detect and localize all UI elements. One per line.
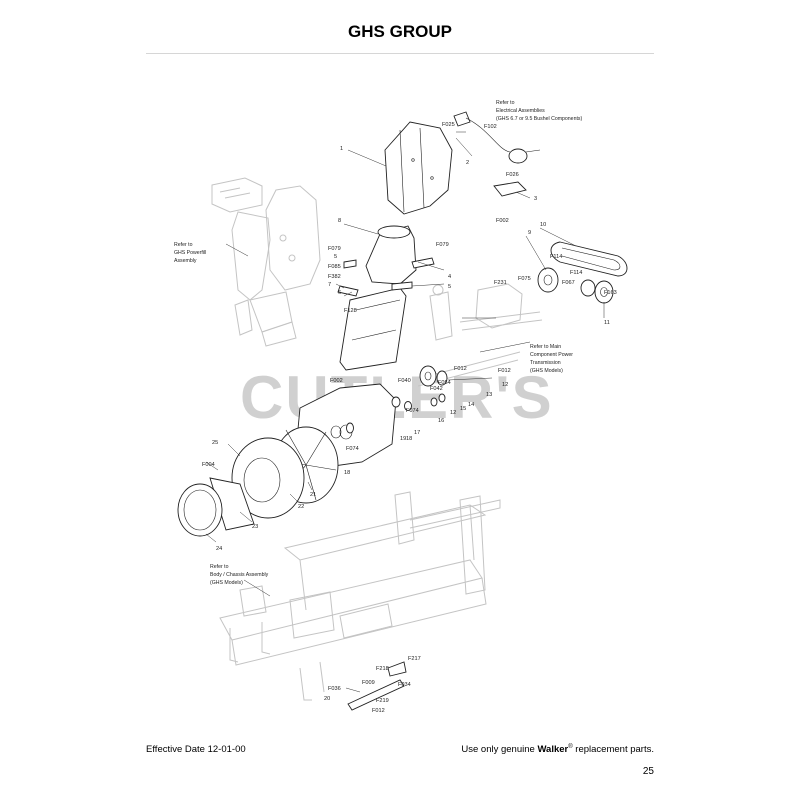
callout-F025: F025 (442, 122, 455, 128)
idler-pulley-part (419, 365, 448, 387)
note-power-trans-line4: (GHS Models) (530, 368, 563, 374)
note-power-trans-line2: Component Power (530, 352, 573, 358)
callout-18a: 18 (406, 436, 412, 442)
callout-20: 20 (324, 696, 330, 702)
leader-lines (205, 131, 605, 693)
callout-F114b: F114 (570, 270, 582, 276)
callout-10: 10 (540, 222, 546, 228)
header-rule (146, 53, 654, 54)
callout-F009: F009 (362, 680, 375, 686)
callout-F042: F042 (430, 386, 443, 392)
callout-7: 7 (328, 282, 331, 288)
back-plate-part (231, 437, 305, 519)
callout-1: 1 (340, 146, 343, 152)
note-powerfill-line3: Assembly (174, 258, 197, 264)
callout-15: 15 (460, 406, 466, 412)
callout-5b: 5 (448, 284, 451, 290)
callout-F128: F128 (344, 308, 357, 314)
callout-12a: 12 (502, 382, 508, 388)
callout-22: 22 (298, 504, 304, 510)
bearing-parts (346, 393, 446, 434)
callout-14: 14 (468, 402, 474, 408)
callout-4: 4 (448, 274, 451, 280)
callout-F002a: F002 (496, 218, 509, 224)
callout-18b: 18 (344, 470, 350, 476)
footer-disclaimer: Use only genuine Walker® replacement par… (461, 744, 654, 755)
callout-8: 8 (338, 218, 341, 224)
callout-F054: F054 (438, 380, 451, 386)
callout-F036: F036 (328, 686, 341, 692)
callout-23: 23 (252, 524, 258, 530)
footer-suffix: replacement parts. (572, 744, 654, 756)
note-chassis-line2: Body / Chassis Assembly (210, 572, 269, 578)
callout-21: 21 (310, 492, 316, 498)
callout-F079b: F079 (436, 242, 449, 248)
callout-6: 6 (338, 290, 341, 296)
callout-2: 2 (466, 160, 469, 166)
note-chassis-line1: Refer to (210, 564, 229, 570)
callout-17: 17 (414, 430, 420, 436)
note-electrical-line3: (GHS 6.7 or 9.5 Bushel Components) (496, 116, 582, 122)
callout-3: 3 (534, 196, 537, 202)
callout-F012b: F012 (498, 368, 511, 374)
callout-F217: F217 (408, 656, 421, 662)
callout-F085: F085 (328, 264, 341, 270)
callout-F012c: F012 (372, 708, 385, 714)
footer-registered-mark: ® (568, 744, 573, 750)
callout-F114a: F114 (550, 254, 562, 260)
callout-12b: 12 (450, 410, 456, 416)
callout-F012a: F012 (454, 366, 467, 372)
note-chassis-line3: (GHS Models) (210, 580, 243, 586)
spout-part (365, 225, 417, 285)
intake-ring-part (177, 477, 255, 537)
callout-25: 25 (212, 440, 218, 446)
footer-prefix: Use only genuine (461, 744, 538, 756)
note-electrical-line2: Electrical Assemblies (496, 108, 545, 114)
mount-bracket-part (347, 661, 407, 711)
callout-F102: F102 (484, 124, 497, 130)
callout-13: 13 (486, 392, 492, 398)
callout-11: 11 (604, 320, 610, 326)
note-power-trans-line1: Refer to Main (530, 344, 561, 350)
callout-labels: 1 2 3 4 5 5 6 7 8 9 10 11 12 12 13 14 15… (202, 122, 617, 714)
callout-F075: F075 (518, 276, 531, 282)
callout-F079a: F079 (328, 246, 341, 252)
callout-5a: 5 (334, 254, 337, 260)
callout-24: 24 (216, 546, 222, 552)
belt-pulley-part (537, 241, 628, 304)
effective-date: Effective Date 12-01-00 (146, 744, 246, 755)
callout-16: 16 (438, 418, 444, 424)
callout-F218: F218 (376, 666, 389, 672)
page-title: GHS GROUP (348, 22, 452, 41)
callout-F004: F004 (202, 462, 215, 468)
callout-19: 19 (400, 436, 406, 442)
ghost-powerfill-assembly (211, 177, 321, 347)
callout-F002b: F002 (330, 378, 343, 384)
callout-F074b: F074 (346, 446, 359, 452)
page-number: 25 (642, 766, 654, 777)
callout-F382: F382 (328, 274, 341, 280)
note-power-trans-line3: Transmission (530, 360, 561, 366)
small-hardware-parts (337, 111, 541, 297)
callout-F074a: F074 (406, 408, 419, 414)
footer-brand: Walker (537, 744, 569, 756)
note-electrical-line1: Refer to (496, 100, 515, 106)
callout-F067: F067 (562, 280, 575, 286)
callout-F034: F034 (398, 682, 411, 688)
callout-F040: F040 (398, 378, 411, 384)
callout-F163: F163 (604, 290, 617, 296)
lower-chute-part (339, 287, 407, 371)
discharge-chute-part (384, 121, 453, 215)
callout-9: 9 (528, 230, 531, 236)
callout-F219: F219 (376, 698, 389, 704)
callout-F231: F231 (494, 280, 507, 286)
ghost-chassis (219, 491, 501, 701)
callout-F026: F026 (506, 172, 519, 178)
note-powerfill-line1: Refer to (174, 242, 193, 248)
note-powerfill-line2: GHS Powerfill (174, 250, 206, 256)
